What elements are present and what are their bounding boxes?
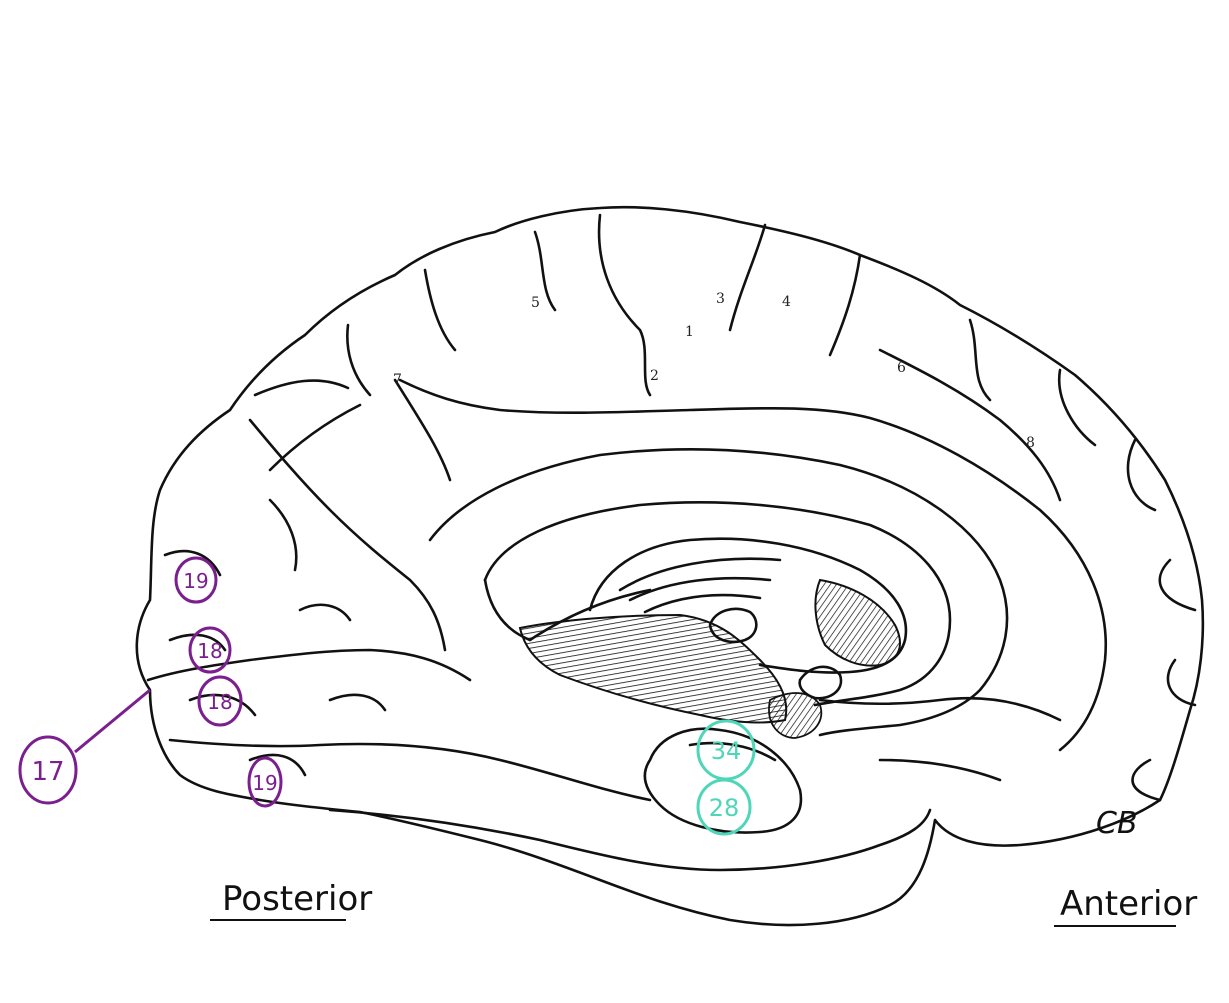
parieto-occipital-sulcus [248, 418, 447, 652]
temporal-gyrus-lower [328, 808, 932, 872]
teal-label-28: 28 [709, 794, 740, 822]
thalamus-outline [588, 537, 908, 674]
teal-circle-28 [696, 778, 752, 836]
sulcus-number-4: 4 [782, 294, 791, 310]
collateral-sulcus [168, 738, 652, 802]
gyrus-ridge-front [968, 318, 1197, 802]
purple-circle-18-lower [197, 675, 243, 727]
purple-circle-19-upper [174, 556, 218, 604]
posterior-label: Posterior [222, 879, 372, 919]
hatched-thalamus [814, 578, 901, 667]
occipital-folds [163, 498, 387, 777]
artist-initials: CB [1096, 806, 1138, 841]
sulcus-number-8: 8 [1026, 435, 1035, 451]
mammillary [798, 665, 843, 700]
sulcus-branch-7 [393, 378, 452, 482]
sulcus-number-2: 2 [650, 368, 659, 384]
cingulate-sulcus [268, 378, 1107, 752]
sulcus-number-1: 1 [685, 324, 694, 340]
sulcus-number-7: 7 [393, 372, 402, 388]
corpus-callosum-outer [428, 447, 1009, 737]
anterior-label: Anterior [1060, 884, 1197, 924]
hatched-diencephalon [518, 613, 788, 724]
purple-circle-19-lower [247, 756, 283, 808]
teal-label-34: 34 [711, 737, 742, 765]
purple-label-17: 17 [31, 757, 64, 787]
purple-label-18-upper: 18 [197, 639, 222, 663]
purple-circle-17 [18, 735, 78, 805]
fornix-lines [618, 557, 782, 614]
purple-label-18-lower: 18 [207, 690, 232, 714]
brain-outline [135, 205, 1205, 927]
sulcus-number-3: 3 [716, 291, 725, 307]
sulcus-branch-6 [878, 348, 1062, 502]
corpus-callosum-inner [483, 501, 952, 707]
purple-circle-18-upper [188, 626, 232, 674]
purple-label-19-upper: 19 [183, 569, 208, 593]
gyrus-ridge-top [253, 213, 862, 397]
purple-leader-line-17 [74, 688, 151, 754]
hatched-brainstem [768, 692, 823, 739]
uncus-parahippocampal [643, 727, 803, 834]
sulcus-number-6: 6 [897, 360, 906, 376]
frontal-lower-folds [818, 696, 1062, 782]
sulcus-number-5: 5 [531, 295, 540, 311]
purple-label-19-lower: 19 [252, 771, 277, 795]
